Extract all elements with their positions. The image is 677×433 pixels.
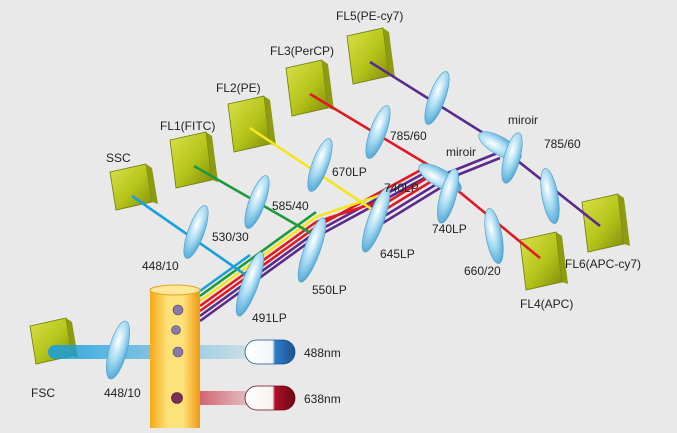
beam-bundle-cyan: [199, 253, 251, 293]
mirror-2: [501, 132, 523, 184]
detector-fl4: [519, 231, 568, 291]
label-fl6: FL6(APC-cy7): [565, 257, 641, 271]
filter-fsc-lens: [106, 320, 130, 380]
detector-fl2: [227, 95, 276, 153]
label-laser-488: 488nm: [304, 346, 341, 360]
label-filter-fsc: 448/10: [104, 386, 141, 400]
label-filter-fl2: 585/40: [272, 199, 309, 213]
filter-fl5-lens: [424, 71, 450, 125]
cell-1: [172, 304, 184, 316]
label-miroir-1: miroir: [446, 145, 476, 159]
label-fl1: FL1(FITC): [160, 119, 215, 133]
label-filter-fl4: 660/20: [464, 264, 501, 278]
beam-fsc: [48, 345, 248, 359]
cell-2: [171, 325, 181, 335]
label-fsc: FSC: [31, 386, 55, 400]
label-645lp: 645LP: [380, 247, 415, 261]
dichroic-740lp-b: [437, 168, 459, 224]
filter-fl6-lens: [540, 168, 560, 224]
label-filter-fl1: 530/30: [212, 230, 249, 244]
label-ssc: SSC: [106, 151, 131, 165]
label-filter-fl6: 785/60: [544, 137, 581, 151]
detector-ssc: [109, 163, 158, 211]
label-fl5: FL5(PE-cy7): [336, 9, 403, 23]
label-740lp-a: 740LP: [384, 181, 419, 195]
label-fl3: FL3(PerCP): [270, 44, 334, 58]
cell-4: [171, 392, 183, 404]
detector-fl6: [581, 193, 630, 253]
detector-fl1: [169, 131, 218, 189]
detector-fl5: [346, 27, 395, 85]
filter-fl2-lens: [307, 138, 333, 192]
dichroic-550lp: [297, 217, 327, 283]
dichroic-645lp: [361, 187, 391, 253]
laser-488: [244, 339, 296, 365]
label-fl2: FL2(PE): [216, 81, 261, 95]
label-550lp: 550LP: [312, 283, 347, 297]
label-740lp-b: 740LP: [432, 222, 467, 236]
filter-ssc-lens: [183, 205, 209, 259]
label-filter-fl3: 670LP: [332, 165, 367, 179]
sample-tube: [149, 284, 201, 430]
detector-fl3: [285, 59, 334, 117]
label-filter-fl5: 785/60: [390, 129, 427, 143]
filter-fl1-lens: [244, 175, 270, 229]
label-laser-638: 638nm: [304, 392, 341, 406]
dichroic-491lp: [235, 251, 265, 317]
filter-fl3-lens: [365, 105, 391, 159]
cell-3: [172, 346, 184, 358]
label-fl4: FL4(APC): [520, 297, 573, 311]
label-491lp: 491LP: [252, 311, 287, 325]
laser-638: [244, 385, 296, 411]
label-miroir-2: miroir: [508, 113, 538, 127]
filter-fl4-lens: [484, 208, 504, 264]
label-filter-ssc: 448/10: [142, 259, 179, 273]
